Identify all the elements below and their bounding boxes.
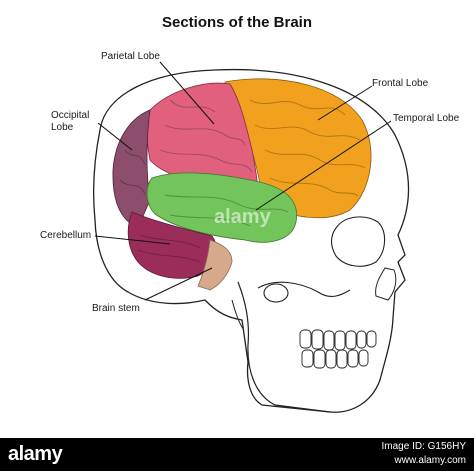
watermark: alamy	[214, 206, 271, 228]
label-occipital-lobe: Occipital Lobe	[51, 110, 89, 134]
parietal-lobe-shape	[146, 82, 259, 196]
label-cerebellum: Cerebellum	[40, 230, 92, 241]
footer-url: www.alamy.com	[394, 455, 467, 466]
jaw-outline	[237, 281, 331, 413]
label-brain-stem: Brain stem	[92, 303, 140, 314]
label-frontal-lobe: Frontal Lobe	[372, 78, 429, 89]
occipital-lobe-shape	[112, 109, 151, 229]
teeth	[299, 329, 377, 369]
brain-stem-shape	[197, 239, 233, 291]
cerebellum-shape	[127, 211, 217, 279]
footer-brand-logo: alamy	[8, 443, 63, 465]
mastoid	[231, 299, 245, 331]
label-occipital-line2: Lobe	[51, 122, 74, 133]
label-parietal-lobe: Parietal Lobe	[101, 51, 160, 62]
diagram-stage: Sections of the Brain Parietal Lobe Fron…	[40, 14, 460, 413]
temporal-lobe-shape	[146, 172, 298, 243]
brain-skull-illustration	[92, 61, 410, 413]
leader-lines	[94, 61, 392, 301]
label-occipital-line1: Occipital	[51, 110, 90, 121]
eye-socket	[330, 216, 386, 267]
ear-canal	[263, 283, 289, 303]
footer-image-id: Image ID: G156HY	[381, 441, 466, 452]
diagram-title: Sections of the Brain	[161, 14, 313, 31]
nasal-cavity	[375, 267, 397, 301]
footer-bar: alamy Image ID: G156HY www.alamy.com	[0, 438, 474, 471]
label-temporal-lobe: Temporal Lobe	[393, 113, 460, 124]
cheekbone	[257, 281, 351, 298]
gyri-texture	[119, 99, 366, 263]
